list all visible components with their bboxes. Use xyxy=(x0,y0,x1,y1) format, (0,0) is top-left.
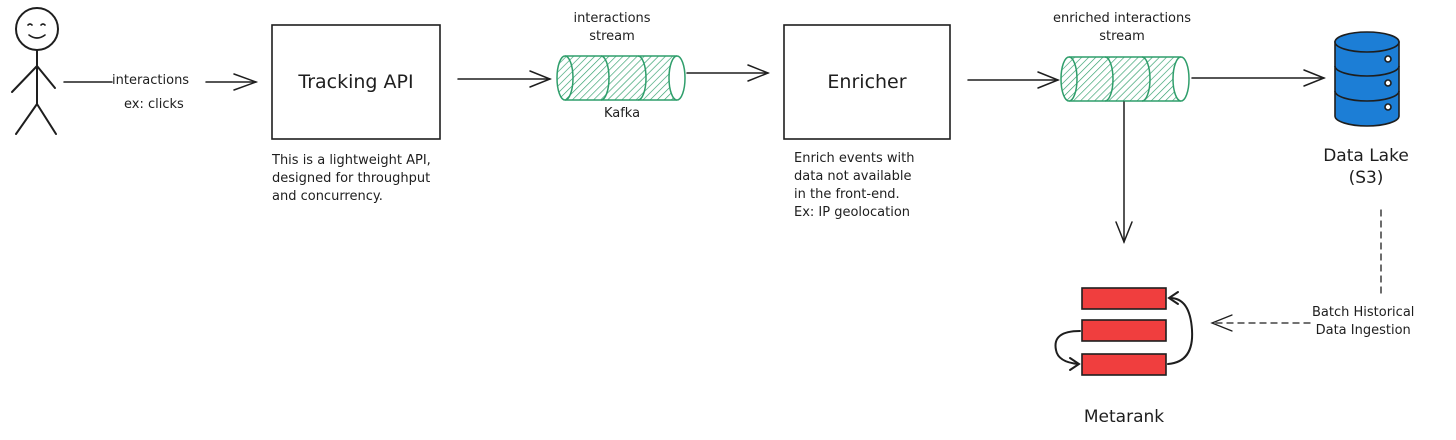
enricher-note-line: data not available xyxy=(794,169,912,184)
enricher-note-line: Ex: IP geolocation xyxy=(794,205,911,220)
arrow-tracking-api-to-stream xyxy=(457,70,553,88)
dashed-arrow-data-lake-to-metarank xyxy=(1213,209,1382,324)
tracking-api-box xyxy=(271,24,441,140)
tracking-api-title: Tracking API xyxy=(298,71,414,93)
enricher-note-line: in the front-end. xyxy=(794,187,900,202)
user-stick-figure xyxy=(11,7,59,135)
enricher-note-line: Enrich events with xyxy=(794,151,915,166)
batch-ingestion-label-line: Batch Historical xyxy=(1312,305,1415,320)
interactions-stream-label: interactions stream xyxy=(573,10,650,46)
enricher-box xyxy=(783,24,951,140)
interactions-stream-cylinder xyxy=(556,55,686,101)
interactions-stream-label-line: stream xyxy=(589,29,635,44)
database-icon xyxy=(1334,31,1400,127)
enricher-note: Enrich events with data not available in… xyxy=(794,150,914,222)
tracking-api-note: This is a lightweight API, designed for … xyxy=(272,152,431,206)
interactions-label: interactions xyxy=(112,73,190,88)
arrow-stream-to-enricher xyxy=(686,64,771,82)
metarank-icon xyxy=(1054,287,1194,376)
tracking-api-note-line: and concurrency. xyxy=(272,189,383,204)
tracking-api-note-line: This is a lightweight API, xyxy=(272,153,431,168)
arrow-enriched-stream-to-metarank xyxy=(1115,101,1133,245)
data-lake-label-line: Data Lake xyxy=(1323,146,1409,166)
interactions-stream-label-line: interactions xyxy=(573,11,651,26)
interactions-example-label: ex: clicks xyxy=(124,97,184,112)
metarank-label: Metarank xyxy=(1083,407,1165,427)
dashed-arrowhead xyxy=(1210,314,1233,332)
enriched-stream-label: enriched interactions stream xyxy=(1053,10,1191,46)
enricher-title: Enricher xyxy=(827,71,907,93)
arrow-user-to-tracking-api xyxy=(63,73,259,91)
enriched-stream-label-line: enriched interactions xyxy=(1052,11,1192,26)
data-lake-label: Data Lake (S3) xyxy=(1323,145,1409,189)
batch-ingestion-label: Batch Historical Data Ingestion xyxy=(1312,304,1414,340)
batch-ingestion-label-line: Data Ingestion xyxy=(1315,323,1411,338)
data-lake-label-line: (S3) xyxy=(1348,168,1384,188)
kafka-label: Kafka xyxy=(603,106,641,121)
enriched-stream-cylinder xyxy=(1060,56,1190,102)
arrow-enricher-to-enriched-stream xyxy=(967,71,1061,89)
enriched-stream-label-line: stream xyxy=(1099,29,1145,44)
arrow-enriched-stream-to-data-lake xyxy=(1191,69,1327,87)
tracking-api-note-line: designed for throughput xyxy=(272,171,431,186)
